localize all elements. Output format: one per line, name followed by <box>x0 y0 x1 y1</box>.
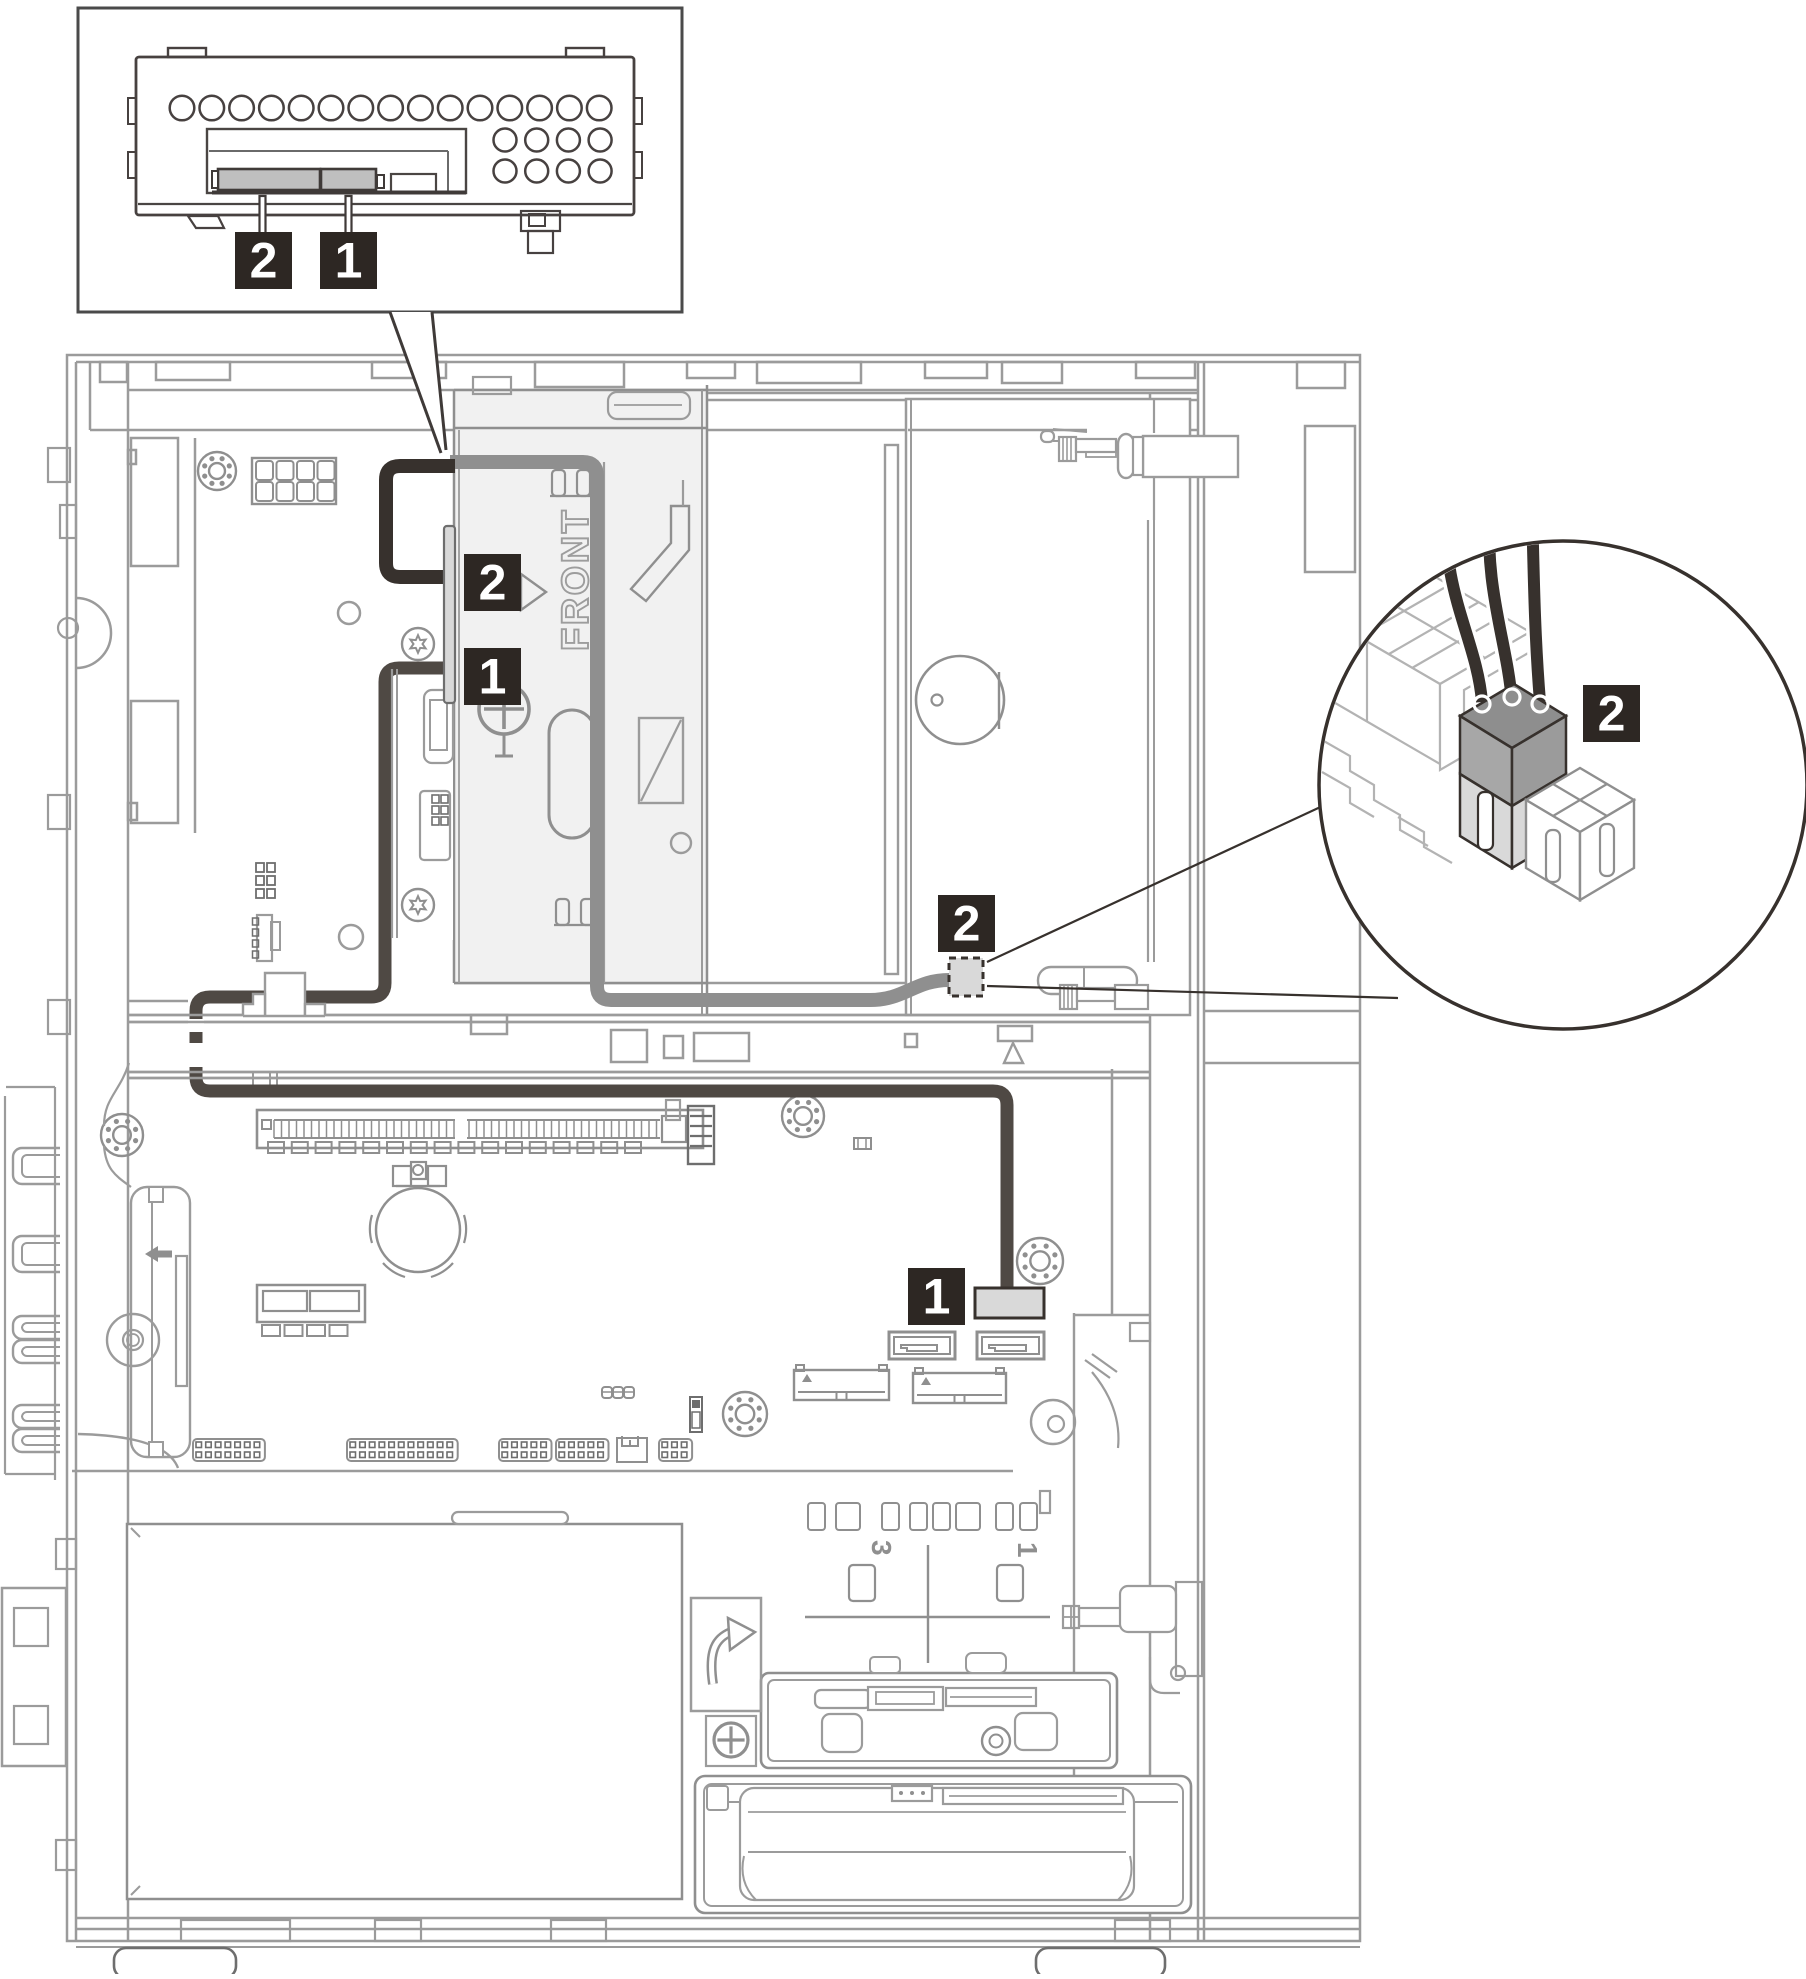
svg-text:1: 1 <box>1012 1542 1043 1558</box>
svg-text:3: 3 <box>866 1540 897 1556</box>
svg-text:1: 1 <box>479 649 507 705</box>
svg-text:2: 2 <box>479 555 507 611</box>
svg-text:1: 1 <box>335 233 363 289</box>
svg-text:2: 2 <box>953 896 981 952</box>
svg-text:2: 2 <box>250 233 278 289</box>
svg-text:1: 1 <box>923 1269 951 1325</box>
svg-text:2: 2 <box>1598 686 1626 742</box>
